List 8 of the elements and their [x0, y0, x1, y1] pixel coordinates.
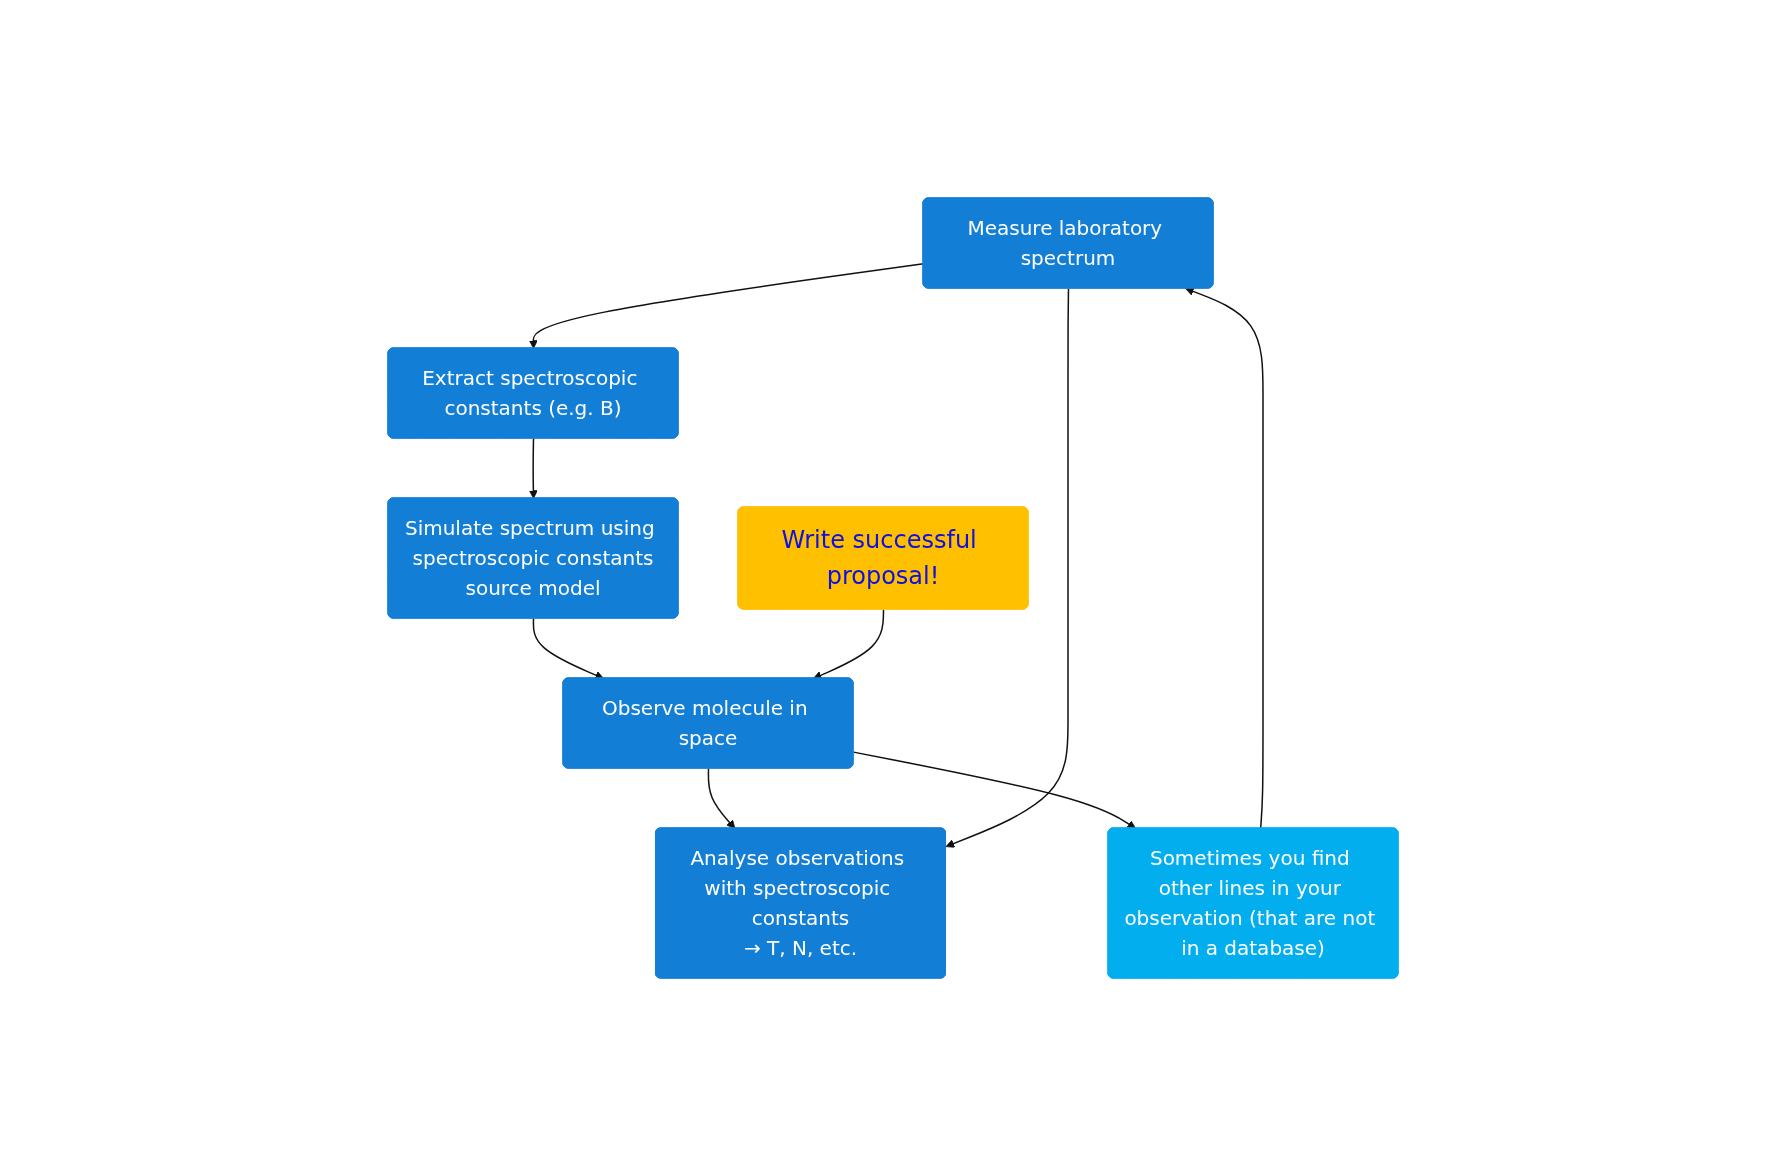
arrow	[1184, 286, 1264, 829]
arrow	[852, 750, 1136, 829]
arrow	[707, 767, 735, 829]
arrow	[528, 262, 924, 349]
arrow	[812, 608, 884, 679]
arrow	[528, 437, 538, 499]
arrow	[945, 287, 1069, 848]
arrow	[532, 617, 604, 679]
